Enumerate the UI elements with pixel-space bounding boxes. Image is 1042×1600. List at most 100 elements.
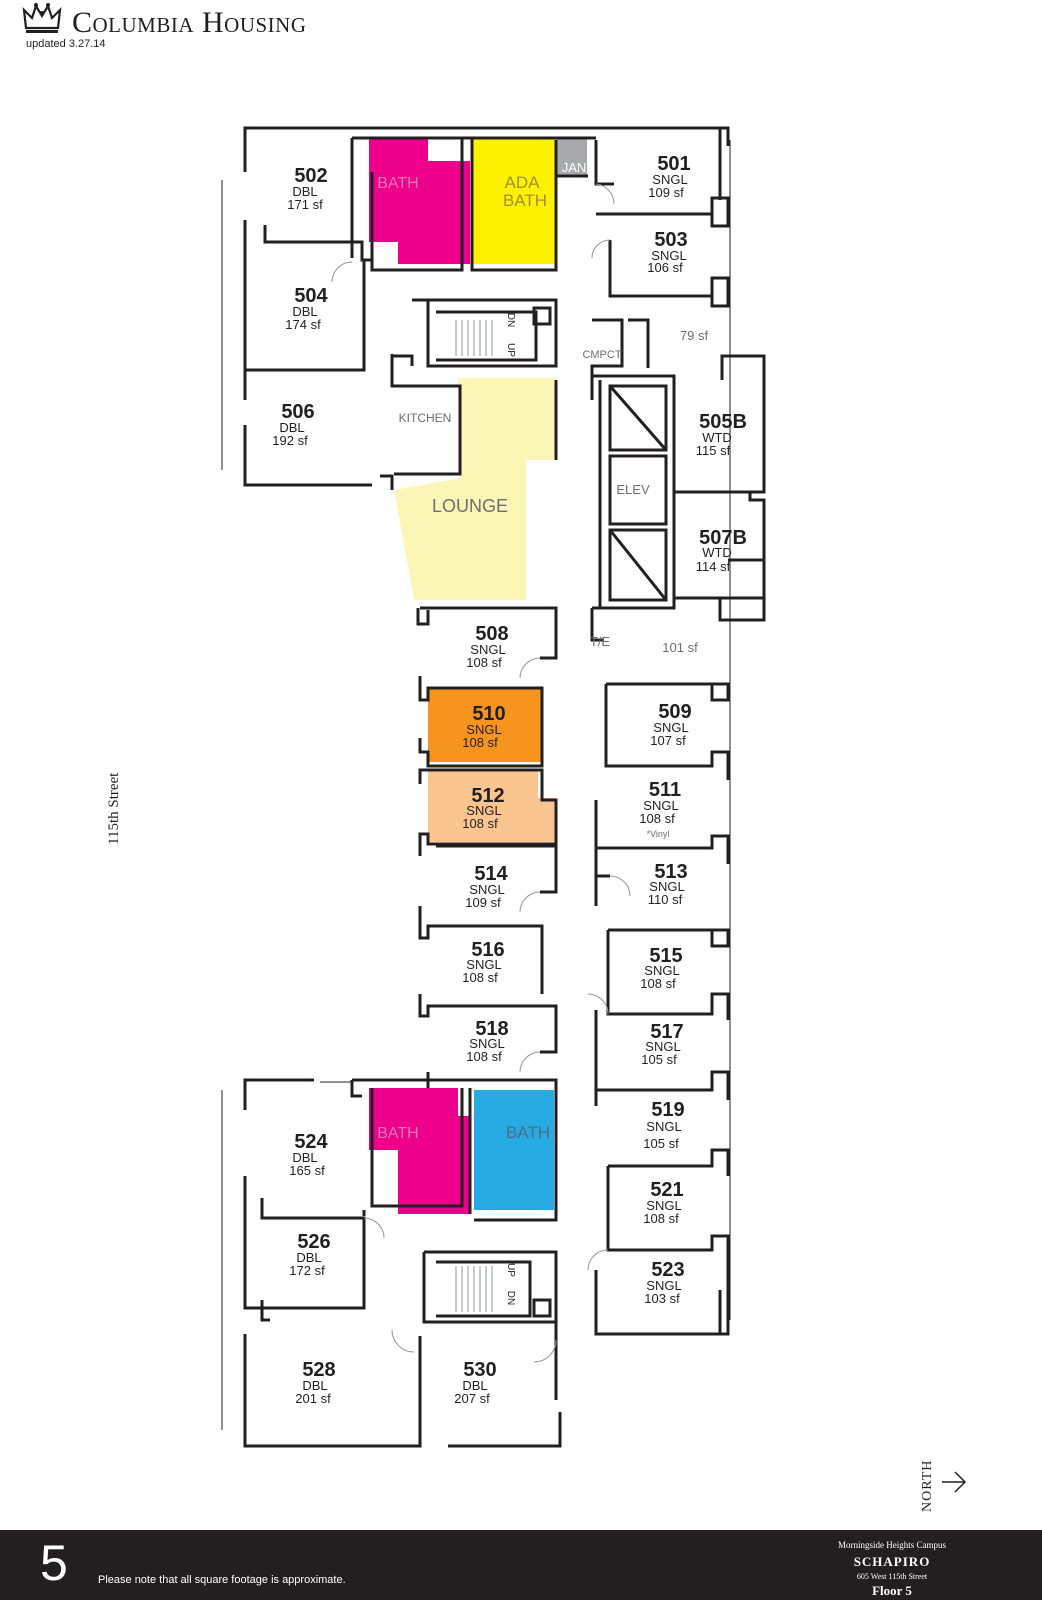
room-517-number: 517	[650, 1021, 683, 1043]
room-504-number: 504	[294, 285, 328, 307]
updated-date: updated 3.27.14	[26, 38, 106, 50]
room-519-sf: 105 sf	[643, 1136, 679, 1151]
room-516-type: SNGL	[466, 957, 501, 972]
room-fills	[369, 138, 587, 1214]
room-511-sf: 108 sf	[639, 811, 675, 826]
campus-block: Morningside Heights Campus SCHAPIRO 605 …	[802, 1540, 982, 1599]
north-label: NORTH	[920, 1459, 935, 1512]
room-510-number: 510	[472, 703, 505, 725]
ada-bath-fill	[471, 138, 555, 264]
stair-top-dn-label: DN	[505, 313, 516, 327]
room-528-type: DBL	[302, 1378, 327, 1393]
campus-name: Morningside Heights Campus	[838, 1540, 946, 1550]
crown-logo-icon	[22, 3, 62, 33]
room-526-number: 526	[297, 1231, 330, 1253]
stair-bottom-dn-label: DN	[505, 1291, 516, 1305]
room-514-sf: 109 sf	[465, 895, 501, 910]
room-519-type: SNGL	[646, 1119, 681, 1134]
room-521-type: SNGL	[646, 1198, 681, 1213]
room-516-sf: 108 sf	[462, 970, 498, 985]
room-501-number: 501	[657, 153, 690, 175]
room-513-type: SNGL	[649, 879, 684, 894]
room-515-type: SNGL	[644, 963, 679, 978]
room-511-vinyl-note: *Vinyl	[647, 829, 670, 839]
room-526-type: DBL	[296, 1250, 321, 1265]
room-502-sf: 171 sf	[287, 197, 323, 212]
room-503-type: SNGL	[651, 248, 686, 263]
room-530-number: 530	[463, 1359, 496, 1381]
room-506-number: 506	[281, 401, 314, 423]
room-509-type: SNGL	[653, 720, 688, 735]
jan-label: JAN	[562, 160, 587, 175]
room-530-sf: 207 sf	[454, 1391, 490, 1406]
kitchen-label: KITCHEN	[399, 411, 452, 425]
room-labels: 502 DBL 171 sf 504 DBL 174 sf 506 DBL 19…	[272, 153, 747, 1406]
stair-bottom-up-label: UP	[505, 1263, 516, 1277]
cmpct-label: CMPCT	[582, 349, 621, 361]
room-516-number: 516	[471, 939, 504, 961]
room-502-type: DBL	[292, 184, 317, 199]
room-515-sf: 108 sf	[640, 976, 676, 991]
building-name: SCHAPIRO	[853, 1554, 931, 1569]
room-511-type: SNGL	[643, 798, 678, 813]
room-509-number: 509	[658, 701, 691, 723]
room-514-number: 514	[474, 863, 508, 885]
room-510-type: SNGL	[466, 722, 501, 737]
room-523-type: SNGL	[646, 1278, 681, 1293]
room-507b-type: WTD	[702, 545, 732, 560]
room-511-number: 511	[649, 779, 681, 801]
room-523-sf: 103 sf	[644, 1291, 680, 1306]
brand-title: Columbia Housing	[72, 6, 307, 39]
room-507b-sf: 114 sf	[696, 559, 731, 574]
bath-bottom-left-label: BATH	[377, 1125, 418, 1142]
room-512-fill	[428, 770, 555, 842]
room-509-sf: 107 sf	[650, 733, 686, 748]
room-508-number: 508	[475, 623, 508, 645]
room-512-number: 512	[471, 785, 504, 807]
lounge-label: LOUNGE	[432, 496, 508, 516]
room-508-type: SNGL	[470, 642, 505, 657]
north-arrow-icon	[942, 1471, 967, 1493]
windows	[221, 140, 731, 1430]
room-524-type: DBL	[292, 1150, 317, 1165]
ada-label: ADA	[505, 173, 541, 192]
stairs-bottom	[455, 1266, 493, 1312]
room-517-type: SNGL	[645, 1039, 680, 1054]
room-513-sf: 110 sf	[648, 892, 683, 907]
bath-blue-fill	[474, 1090, 554, 1210]
room-524-number: 524	[294, 1131, 328, 1153]
room-515-number: 515	[649, 945, 682, 967]
room-504-sf: 174 sf	[285, 317, 321, 332]
room-519-number: 519	[651, 1099, 684, 1121]
room-521-number: 521	[650, 1179, 683, 1201]
floor-plan: 502 DBL 171 sf 504 DBL 174 sf 506 DBL 19…	[221, 126, 967, 1493]
elev-label: ELEV	[616, 482, 650, 497]
room-528-sf: 201 sf	[295, 1391, 331, 1406]
room-501-sf: 109 sf	[648, 185, 684, 200]
sf101-label: 101 sf	[662, 640, 698, 655]
te-label: T/E	[590, 634, 611, 649]
room-518-number: 518	[475, 1018, 508, 1040]
room-506-sf: 192 sf	[272, 433, 308, 448]
room-521-sf: 108 sf	[643, 1211, 679, 1226]
lounge-fill	[394, 378, 556, 600]
room-514-type: SNGL	[469, 882, 504, 897]
room-503-sf: 106 sf	[647, 260, 683, 275]
footer-bar: 5 Please note that all square footage is…	[0, 1530, 1042, 1600]
room-512-sf: 108 sf	[462, 816, 498, 831]
floor-number: 5	[40, 1535, 68, 1591]
room-530-type: DBL	[462, 1378, 487, 1393]
room-505b-number: 505B	[699, 411, 747, 433]
room-528-number: 528	[302, 1359, 335, 1381]
bath-top-left-fill	[369, 138, 470, 264]
bath-blue-label: BATH	[506, 1123, 550, 1142]
room-518-sf: 108 sf	[466, 1049, 502, 1064]
facility-labels: BATH ADA BATH JAN DN UP CMPCT 79 sf KITC…	[377, 160, 708, 1305]
room-513-number: 513	[654, 861, 687, 883]
room-510-sf: 108 sf	[462, 735, 498, 750]
room-505b-type: WTD	[702, 430, 732, 445]
room-517-sf: 105 sf	[641, 1052, 677, 1067]
building-address: 605 West 115th Street	[856, 1572, 928, 1581]
room-503-number: 503	[654, 229, 687, 251]
room-512-type: SNGL	[466, 803, 501, 818]
